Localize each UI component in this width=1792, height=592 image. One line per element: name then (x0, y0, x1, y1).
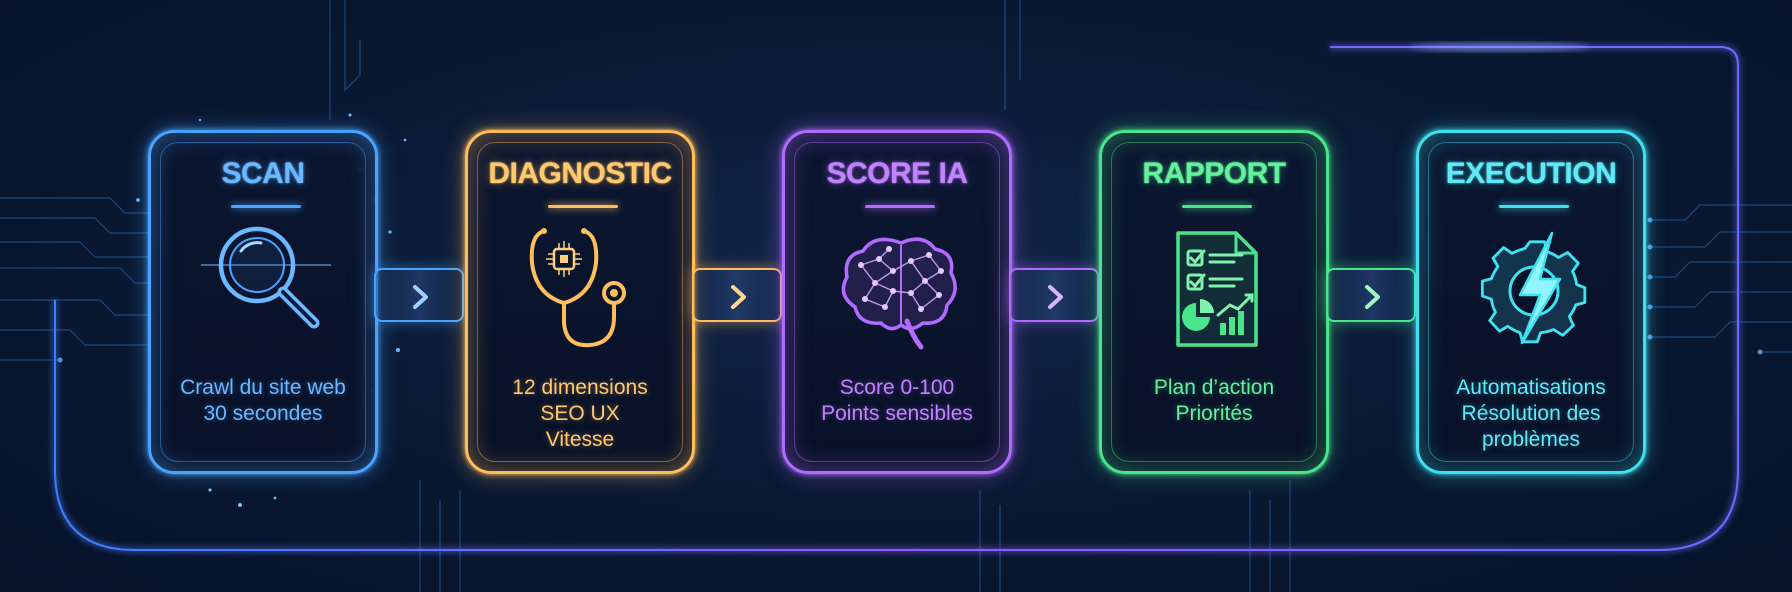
step-description: Crawl du site web 30 secondes (159, 375, 367, 427)
description-line: Points sensibles (821, 402, 973, 425)
title-underline (548, 205, 618, 208)
title-underline (1182, 205, 1252, 208)
description-line: Automatisations (1456, 376, 1606, 399)
connector-rapport-execution (1326, 268, 1416, 322)
description-line: Score 0-100 (839, 376, 955, 399)
magnifier-icon (201, 226, 331, 329)
step-card-score-ia: SCORE IA Score 0-100 (782, 130, 1012, 474)
step-title: RAPPORT (1142, 157, 1286, 190)
description-line: Priorités (1175, 402, 1253, 425)
step-card-execution: EXECUTION Automatisations Résolution des… (1416, 130, 1646, 474)
title-underline (231, 205, 301, 208)
chip-icon (546, 241, 582, 277)
step-description: Automatisations Résolution des problèmes (1427, 375, 1635, 453)
chevron-right-icon (731, 285, 746, 309)
step-description: 12 dimensions SEO UX Vitesse (476, 375, 684, 453)
chevron-right-icon (413, 285, 428, 309)
step-title: SCORE IA (826, 157, 968, 190)
report-checklist-icon (1176, 231, 1258, 347)
description-line: problèmes (1481, 428, 1581, 451)
title-underline (865, 205, 935, 208)
step-description: Plan d’action Priorités (1110, 375, 1318, 427)
description-line: Vitesse (545, 428, 615, 451)
step-title: DIAGNOSTIC (488, 157, 672, 190)
connector-score-rapport (1009, 268, 1099, 322)
step-card-rapport: RAPPORT Plan d’action Prio (1099, 130, 1329, 474)
description-line: Crawl du site web (180, 376, 346, 399)
connector-diagnostic-score (692, 268, 782, 322)
step-card-scan: SCAN Crawl du site web 30 secondes (148, 130, 378, 474)
description-line: SEO UX (540, 402, 620, 425)
chevron-right-icon (1365, 285, 1380, 309)
step-card-diagnostic: DIAGNOSTIC 12 dime (465, 130, 695, 474)
connector-scan-diagnostic (374, 268, 464, 322)
chevron-right-icon (1048, 285, 1063, 309)
description-line: 12 dimensions (512, 376, 648, 399)
gear-lightning-icon (1480, 231, 1587, 345)
description-line: Plan d’action (1153, 376, 1275, 399)
step-title: EXECUTION (1445, 157, 1617, 190)
stethoscope-chip-icon (529, 228, 626, 348)
step-description: Score 0-100 Points sensibles (793, 375, 1001, 427)
step-title: SCAN (221, 157, 305, 190)
title-underline (1499, 205, 1569, 208)
loop-line (52, 44, 1741, 553)
description-line: 30 secondes (203, 402, 323, 425)
description-line: Résolution des (1461, 402, 1601, 425)
brain-network-icon (841, 237, 957, 350)
